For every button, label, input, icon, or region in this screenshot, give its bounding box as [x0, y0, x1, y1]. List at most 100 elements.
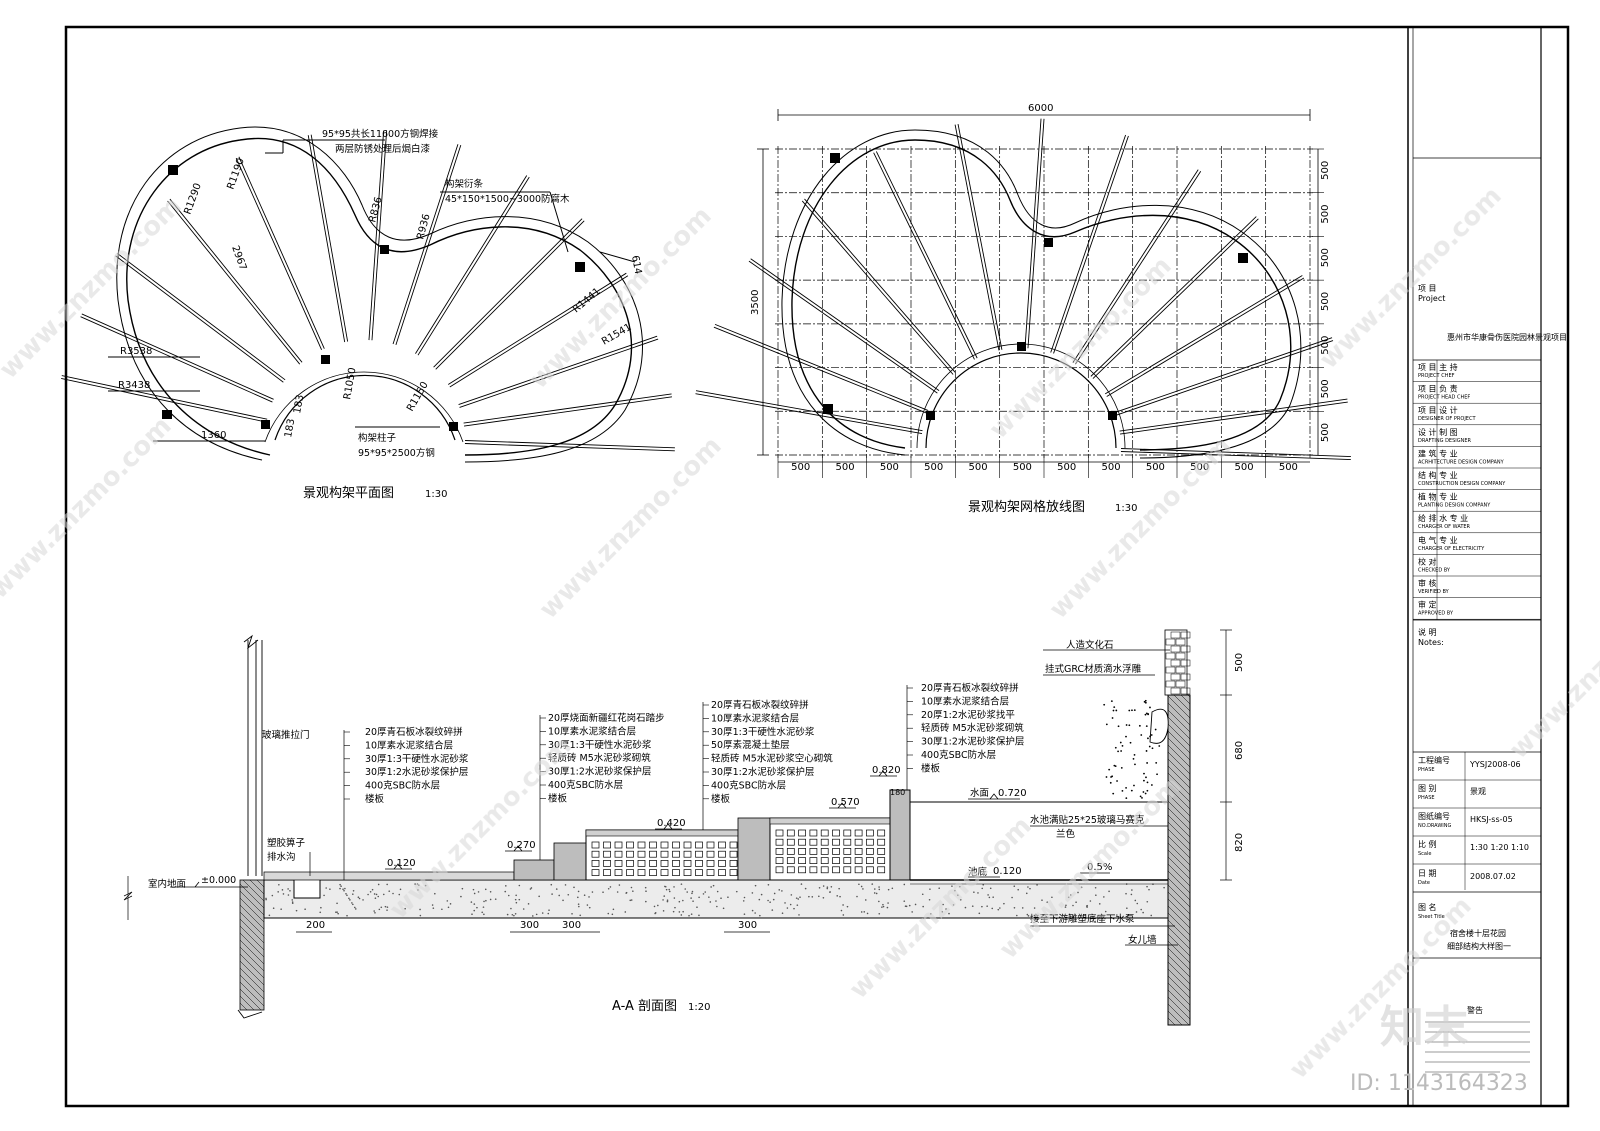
- layer-note: 30厚1:3干硬性水泥砂浆: [548, 739, 652, 751]
- grid-dim-row: 500: [1320, 379, 1331, 398]
- plan-purlin: [449, 275, 629, 388]
- wm-8: www.znzmo.com: [1044, 431, 1238, 625]
- grid-dim-col: 500: [1013, 462, 1032, 473]
- tb-role-cn: 建 筑 专 业: [1418, 448, 1458, 458]
- plan-purlin: [310, 134, 349, 342]
- plan-purlin-edge: [235, 157, 322, 351]
- section-pool-bottom: 池底: [968, 866, 988, 878]
- grid-dim-row: 500: [1320, 161, 1331, 180]
- section-dim-300b: 300: [562, 920, 581, 931]
- grid-dim-row: 500: [1320, 336, 1331, 355]
- grid-view: 500 500 500 500 500 500 500 500 500 500 500 500 500…: [695, 103, 1351, 515]
- layer-note: 轻质砖 M5水泥砂浆砌筑: [548, 752, 651, 764]
- section-water-surface: 水面: [970, 787, 989, 799]
- tb-role-cn: 电 气 专 业: [1418, 535, 1458, 545]
- tb-role-cn: 项 目 负 责: [1418, 384, 1458, 394]
- grid-purlin-edge: [1104, 275, 1303, 395]
- plan-dim-r1050: R1050: [342, 367, 358, 401]
- tb-role-cn: 结 构 专 业: [1418, 470, 1458, 480]
- grid-purlin: [1075, 170, 1202, 365]
- layer-note: 10厚素水泥浆结合层: [365, 739, 453, 751]
- plan-purlin: [395, 145, 462, 346]
- wm-11: www.znzmo.com: [1314, 181, 1508, 375]
- layer-note: 10厚素水泥浆结合层: [548, 725, 636, 737]
- tb-scale-val: 1:30 1:20 1:10: [1470, 843, 1529, 852]
- plan-purlin: [238, 156, 325, 349]
- layer-note: 30厚1:3干硬性水泥砂浆: [711, 726, 815, 738]
- grid-purlin-edge: [954, 124, 1000, 351]
- grid-dim-col: 500: [880, 462, 899, 473]
- grid-purlin-edge: [748, 260, 938, 394]
- tb-role-cn: 给 排 水 专 业: [1418, 513, 1468, 523]
- tb-role-en: PROJECT CHEF: [1418, 373, 1455, 379]
- layer-note: 20厚青石板冰裂纹碎拼: [365, 726, 463, 738]
- tb-role-cn: 项 目 主 持: [1418, 362, 1458, 372]
- layer-note: 轻质砖 M5水泥砂浆砌筑: [921, 722, 1024, 734]
- layer-note: 20厚1:2水泥砂浆找平: [921, 709, 1015, 721]
- tb-warn-title: 警告: [1467, 1005, 1483, 1015]
- layer-note: 30厚1:2水泥砂浆保护层: [365, 766, 468, 778]
- grid-dim-col: 500: [836, 462, 855, 473]
- outer-frame: [64, 25, 1570, 1108]
- tb-stage-cn: 图 别: [1418, 784, 1437, 793]
- section-dim-200: 200: [306, 920, 325, 931]
- plan-purlin: [61, 375, 268, 420]
- tb-date-en: Date: [1418, 880, 1430, 886]
- plan-dim-2967: 2967: [229, 244, 248, 272]
- grid-title: 景观构架网格放线图: [968, 499, 1085, 515]
- plan-purlin-edge: [433, 218, 583, 368]
- grid-scale: 1:30: [1115, 503, 1137, 514]
- tb-role-en: APPROVED BY: [1418, 611, 1454, 617]
- tb-role-en: CHARGER OF WATER: [1418, 524, 1471, 530]
- tb-role-en: DRAFTING DESIGNER: [1418, 438, 1471, 444]
- layer-note: 20厚烧面新疆红花岗石踏步: [548, 712, 665, 724]
- plan-dim-r836: R836: [367, 196, 384, 224]
- wm-10: www.znzmo.com: [1504, 571, 1600, 765]
- section-mosaic-2: 兰色: [1056, 828, 1076, 840]
- tb-project-en: Project: [1418, 294, 1445, 303]
- grid-dim-col: 500: [1146, 462, 1165, 473]
- tb-role-cn: 校 对: [1418, 556, 1437, 566]
- plan-dim-614: 614: [629, 255, 643, 276]
- grid-dim-col: 500: [969, 462, 988, 473]
- tb-role-cn: 植 物 专 业: [1418, 492, 1458, 502]
- layer-note: 楼板: [711, 793, 731, 805]
- plan-purlin-edge: [115, 255, 284, 383]
- tb-stage-en: PHASE: [1418, 795, 1435, 801]
- plan-purlin-edge: [167, 200, 301, 365]
- section-slope: 0.5%: [1087, 862, 1112, 873]
- layer-note: 楼板: [365, 793, 385, 805]
- section-view: 玻璃推拉门 塑胶箅子 排水沟 室内地面 ±0.000 0.120 0.270 0…: [123, 629, 1245, 1026]
- grid-purlin: [1053, 135, 1129, 354]
- grid-purlin: [1120, 451, 1351, 460]
- tb-sheet-title-1: 宿舍楼十层花园: [1450, 928, 1506, 938]
- tb-role-cn: 审 核: [1418, 578, 1437, 588]
- layer-note: 20厚青石板冰裂纹碎拼: [921, 682, 1019, 694]
- plan-scale: 1:30: [425, 489, 447, 500]
- tb-no-cn: 图纸编号: [1418, 811, 1450, 821]
- section-level-0120b: 0.120: [993, 866, 1022, 877]
- section-title: A-A 剖面图: [612, 999, 677, 1014]
- layer-note: 楼板: [548, 792, 568, 804]
- grid-dim-col: 500: [1235, 462, 1254, 473]
- tb-sheet-title-2: 细部结构大样图一: [1447, 941, 1511, 951]
- section-dim-300a: 300: [520, 920, 539, 931]
- section-grate-1: 塑胶箅子: [267, 837, 306, 849]
- tb-notes-cn: 说 明: [1418, 627, 1437, 637]
- tb-role-cn: 项 目 设 计: [1418, 405, 1458, 415]
- layer-note: 400克SBC防水层: [548, 779, 623, 791]
- section-scale: 1:20: [688, 1002, 710, 1013]
- plan-purlin-edge: [61, 378, 267, 423]
- tb-no-val: HKSJ-ss-05: [1470, 815, 1513, 824]
- grid-dim-col: 500: [1102, 462, 1121, 473]
- section-level-0720: 0.720: [998, 788, 1027, 799]
- tb-role-cn: 审 定: [1418, 600, 1437, 610]
- grid-dim-col: 500: [1190, 462, 1209, 473]
- grid-dim-col: 500: [924, 462, 943, 473]
- plan-dim-r3438: R3438: [118, 380, 150, 391]
- plan-purlin-edge: [80, 316, 273, 403]
- grid-dim-row: 500: [1320, 292, 1331, 311]
- plan-purlin-note-2: 45*150*1500~3000防腐木: [445, 193, 570, 205]
- grid-purlin-edge: [1114, 337, 1333, 414]
- plan-purlin: [435, 220, 585, 370]
